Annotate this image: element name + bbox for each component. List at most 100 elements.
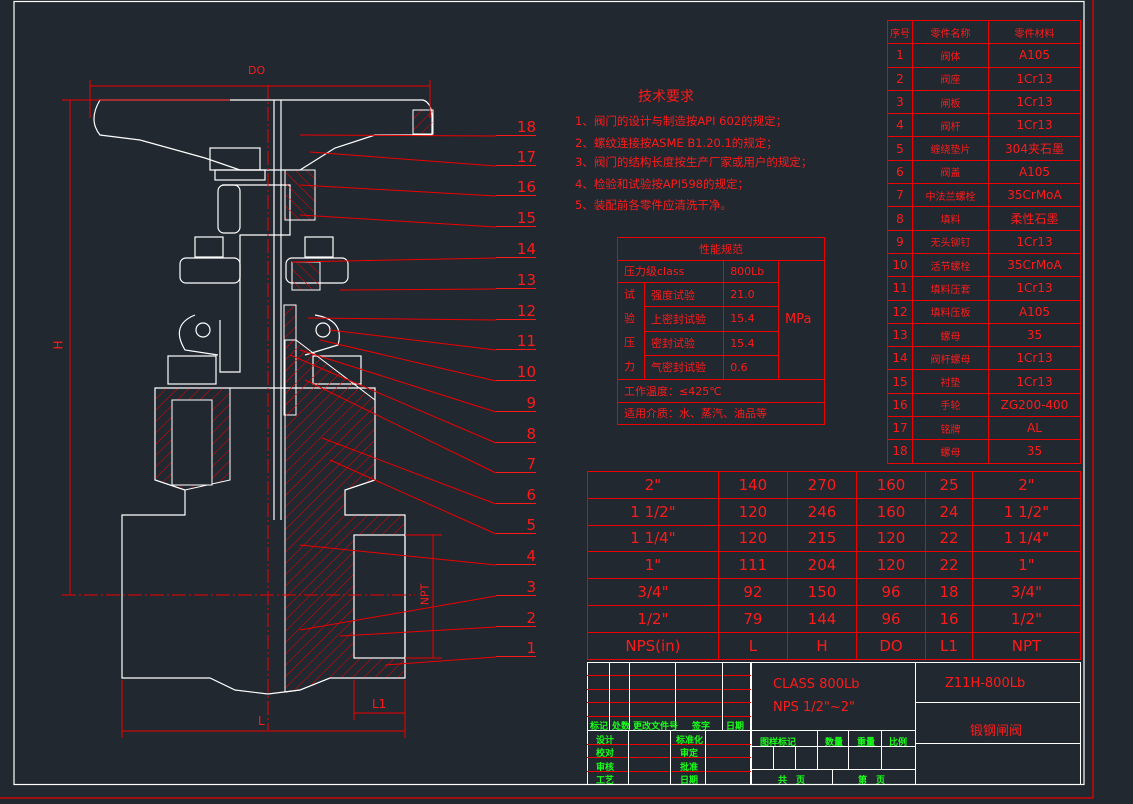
parts-header-material: 零件材料	[988, 19, 1081, 45]
part-number: 6	[887, 159, 913, 185]
dim-label-l1: L1	[372, 697, 387, 711]
perf-class-label: 压力级class	[616, 259, 725, 283]
part-number: 2	[887, 66, 913, 91]
part-material: 35CrMoA	[988, 183, 1081, 208]
part-balloon: 8	[496, 426, 536, 443]
part-name: 填料	[912, 206, 989, 231]
dimension-cell: 215	[786, 524, 858, 553]
part-balloon: 7	[496, 456, 536, 473]
perf-test-value: 0.6	[723, 354, 780, 381]
rev-label: 更改文件号	[633, 722, 679, 732]
dimension-cell: 140	[717, 471, 788, 499]
dimension-cell: 79	[717, 604, 788, 633]
perf-class-value: 800Lb	[723, 259, 780, 283]
title-block-rule	[587, 716, 751, 717]
sign-label: 校对	[596, 749, 615, 759]
part-balloon: 11	[496, 333, 536, 350]
dimension-cell: 25	[925, 471, 973, 499]
part-material: 304夹石墨	[988, 136, 1081, 161]
part-name: 阀杆	[912, 113, 989, 138]
part-material: A105	[988, 43, 1081, 68]
part-material: 1Cr13	[988, 89, 1081, 115]
dim-label-h: H	[51, 340, 66, 350]
part-balloon: 3	[496, 579, 536, 596]
dimension-cell: 160	[856, 471, 927, 499]
sign-label: 审定	[680, 749, 699, 759]
rev-label: 处数	[612, 722, 631, 732]
dimension-cell: 24	[925, 497, 973, 526]
part-number: 12	[887, 299, 913, 324]
part-name: 阀盖	[912, 159, 989, 185]
leader-line	[339, 288, 497, 291]
dimension-cell: 120	[856, 551, 927, 580]
rev-label: 标记	[590, 722, 609, 732]
title-block-rule	[587, 771, 751, 772]
perf-test-value: 15.4	[723, 330, 780, 356]
sign-label: 批准	[680, 763, 699, 773]
dimension-cell: DO	[856, 631, 927, 660]
part-number: 11	[887, 276, 913, 301]
dimension-cell: 16	[925, 604, 973, 633]
part-number: 16	[887, 392, 913, 418]
perf-test-label: 试验压力	[617, 282, 645, 380]
dimension-cell: NPS(in)	[587, 631, 719, 660]
perf-media: 适用介质：水、蒸汽、油品等	[617, 401, 825, 425]
part-number: 5	[887, 136, 913, 161]
tech-req-item: 2、螺纹连接按ASME B1.20.1的规定；	[575, 136, 778, 150]
part-balloon: 9	[496, 395, 536, 412]
leader-line	[304, 379, 497, 474]
tech-req-item: 1、阀门的设计与制造按API 602的规定；	[575, 114, 788, 128]
nps-text: NPS 1/2"~2"	[773, 700, 855, 715]
page-label: 第 页	[858, 776, 886, 786]
part-name: 螺母	[912, 439, 989, 464]
title-block-rule	[670, 730, 671, 785]
part-name: 阀杆螺母	[912, 346, 989, 371]
leader-lines	[289, 134, 497, 666]
part-material: AL	[988, 416, 1081, 441]
leader-line	[289, 354, 497, 444]
dimension-cell: 22	[925, 524, 973, 553]
part-number: 4	[887, 113, 913, 138]
part-material: 35	[988, 439, 1081, 464]
sign-label: 标准化	[676, 736, 704, 746]
drawing-name: 锻钢闸阀	[970, 724, 1023, 739]
leader-line	[329, 459, 497, 535]
dimension-cell: 120	[717, 524, 788, 553]
part-number: 10	[887, 252, 913, 278]
part-material: ZG200-400	[988, 392, 1081, 418]
dimension-cell: 1 1/2"	[587, 497, 719, 526]
part-material: 1Cr13	[988, 369, 1081, 394]
dim-label-l: L	[258, 714, 265, 728]
part-number: 13	[887, 322, 913, 348]
part-name: 无头铆钉	[912, 229, 989, 254]
part-balloon: 2	[496, 610, 536, 627]
performance-table: 性能规范 压力级class 800Lb MPa 试验压力 强度试验 21.0 上…	[616, 237, 825, 425]
part-name: 填料压板	[912, 299, 989, 324]
dimension-cell: 204	[786, 551, 858, 580]
part-name: 铭牌	[912, 416, 989, 441]
title-block-rule	[629, 662, 630, 731]
dimension-cell: 1"	[587, 551, 719, 580]
part-material: 1Cr13	[988, 346, 1081, 371]
part-number: 7	[887, 183, 913, 208]
part-material: A105	[988, 299, 1081, 324]
part-name: 活节螺栓	[912, 252, 989, 278]
class-text: CLASS 800Lb	[773, 677, 860, 692]
title-block-rule	[587, 744, 751, 745]
part-material: 1Cr13	[988, 229, 1081, 254]
dimension-cell: 3/4"	[971, 578, 1082, 606]
part-material: A105	[988, 159, 1081, 185]
perf-test-name: 强度试验	[643, 281, 725, 308]
part-balloon: 13	[496, 272, 536, 289]
